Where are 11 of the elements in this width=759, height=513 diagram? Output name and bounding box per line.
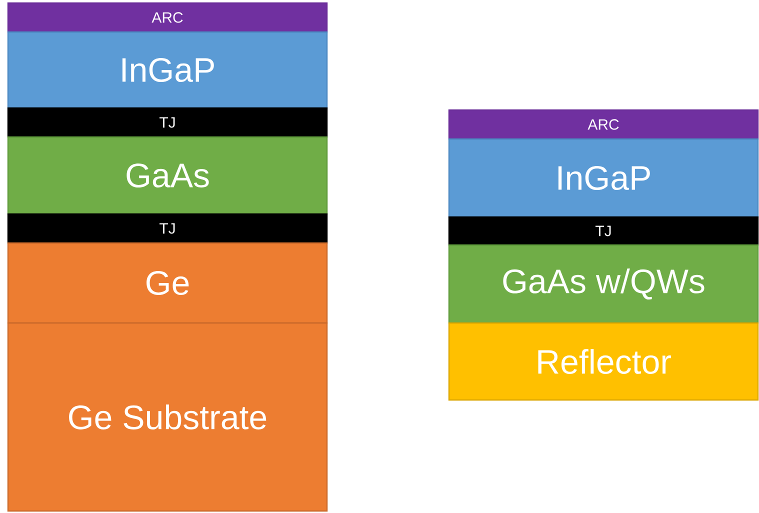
layer-band: GaAs w/QWs — [448, 244, 759, 324]
layer-band: TJ — [448, 216, 759, 246]
layer-band: InGaP — [7, 31, 328, 109]
layer-band: TJ — [7, 213, 328, 244]
layer-band: InGaP — [448, 138, 759, 218]
layer-band: Reflector — [448, 322, 759, 401]
layer-band: Ge — [7, 242, 328, 324]
layer-band: ARC — [448, 109, 759, 140]
layer-band: ARC — [7, 2, 328, 33]
layer-band: GaAs — [7, 136, 328, 215]
layer-band: TJ — [7, 107, 328, 138]
